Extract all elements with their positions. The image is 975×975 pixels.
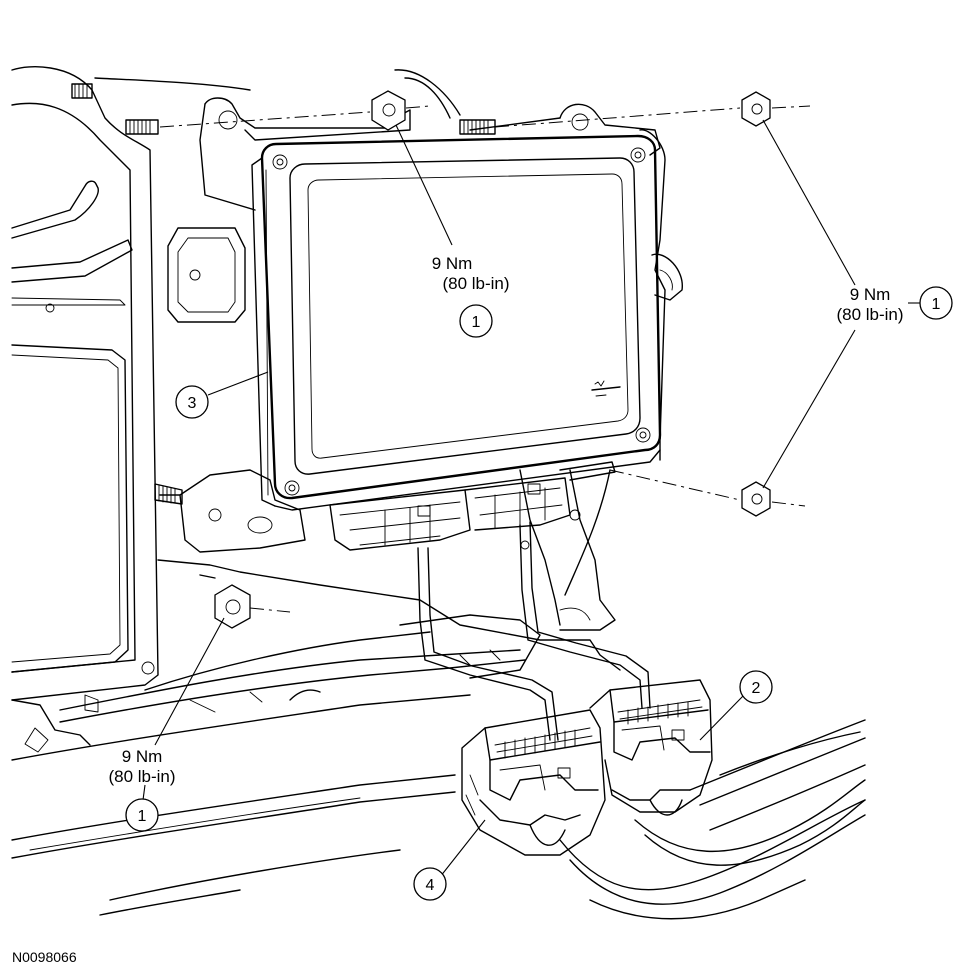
nut-top-center-icon: [371, 90, 406, 131]
callout-number: 1: [138, 808, 147, 825]
callout-number: 3: [188, 395, 197, 412]
torque-alt-value: (80 lb-in): [442, 274, 509, 293]
torque-value: 9 Nm: [850, 285, 891, 304]
nut-lower-right-icon: [741, 481, 771, 517]
nut-lower-left-icon: [214, 584, 251, 629]
callout-number: 2: [752, 680, 761, 697]
mounting-studs: [71, 83, 496, 505]
callout-circle: [459, 304, 493, 338]
callout-circle: [125, 798, 159, 832]
torque-spec-bottom-left: 9 Nm (80 lb-in) 1: [108, 747, 176, 832]
callout-circle: [919, 286, 953, 320]
harness-connector-right: [589, 679, 713, 816]
control-module: [251, 134, 662, 551]
callout-module: 3: [175, 385, 209, 419]
leader-lines: [142, 119, 920, 878]
torque-value: 9 Nm: [122, 747, 163, 766]
nut-top-right-icon: [741, 91, 771, 127]
callout-connector-right: 2: [739, 670, 773, 704]
callout-connector-left: 4: [413, 867, 447, 901]
callout-number: 1: [932, 296, 941, 313]
torque-alt-value: (80 lb-in): [108, 767, 175, 786]
stud-bracket-left-icon: [125, 119, 159, 135]
torque-spec-top-center: 9 Nm (80 lb-in) 1: [432, 254, 510, 338]
figure-reference-id: N0098066: [12, 949, 77, 965]
harness-connector-left: [461, 709, 606, 856]
callout-number: 4: [426, 877, 435, 894]
torque-alt-value: (80 lb-in): [836, 305, 903, 324]
mounting-bracket-structure: [11, 66, 683, 916]
torque-spec-right: 9 Nm (80 lb-in) 1: [836, 285, 953, 324]
callout-number: 1: [472, 314, 481, 331]
assembly-centerlines: [159, 105, 811, 613]
stud-bracket-right-icon: [459, 119, 496, 135]
wire-harness: [417, 521, 866, 920]
nuts: [214, 90, 771, 629]
stud-top-left-icon: [71, 83, 93, 99]
torque-value: 9 Nm: [432, 254, 473, 273]
stud-lower-left-icon: [154, 483, 183, 505]
